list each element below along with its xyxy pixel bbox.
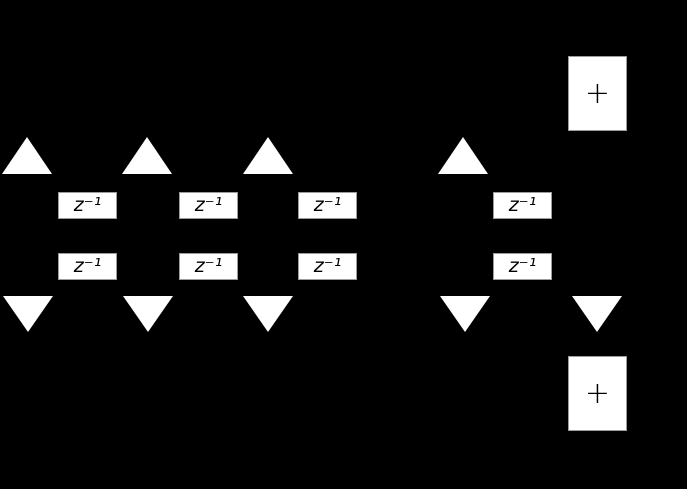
gain-down-triangle-5 [572,296,622,332]
adder-label: + [584,75,611,111]
gain-up-triangle-1 [2,137,52,174]
delay-block-row2-4: z⁻¹ [493,253,552,280]
delay-label: z⁻¹ [313,194,342,216]
gain-down-triangle-3 [243,296,293,332]
delay-label: z⁻¹ [194,255,223,277]
delay-label: z⁻¹ [73,194,102,216]
delay-label: z⁻¹ [313,255,342,277]
delay-block-row2-1: z⁻¹ [58,253,117,280]
delay-block-row1-1: z⁻¹ [58,192,117,219]
delay-label: z⁻¹ [508,255,537,277]
delay-block-row2-2: z⁻¹ [179,253,238,280]
gain-up-triangle-2 [122,137,172,174]
delay-label: z⁻¹ [73,255,102,277]
delay-label: z⁻¹ [194,194,223,216]
delay-label: z⁻¹ [508,194,537,216]
gain-down-triangle-4 [440,296,490,332]
gain-down-triangle-1 [3,296,53,332]
gain-up-triangle-4 [438,137,488,174]
delay-block-row1-2: z⁻¹ [179,192,238,219]
delay-block-row1-3: z⁻¹ [298,192,357,219]
gain-down-triangle-2 [123,296,173,332]
adder-top: + [568,56,627,131]
adder-label: + [584,375,611,411]
delay-block-row1-4: z⁻¹ [493,192,552,219]
delay-block-row2-3: z⁻¹ [298,253,357,280]
gain-up-triangle-3 [243,137,293,174]
adder-bottom: + [568,356,627,431]
